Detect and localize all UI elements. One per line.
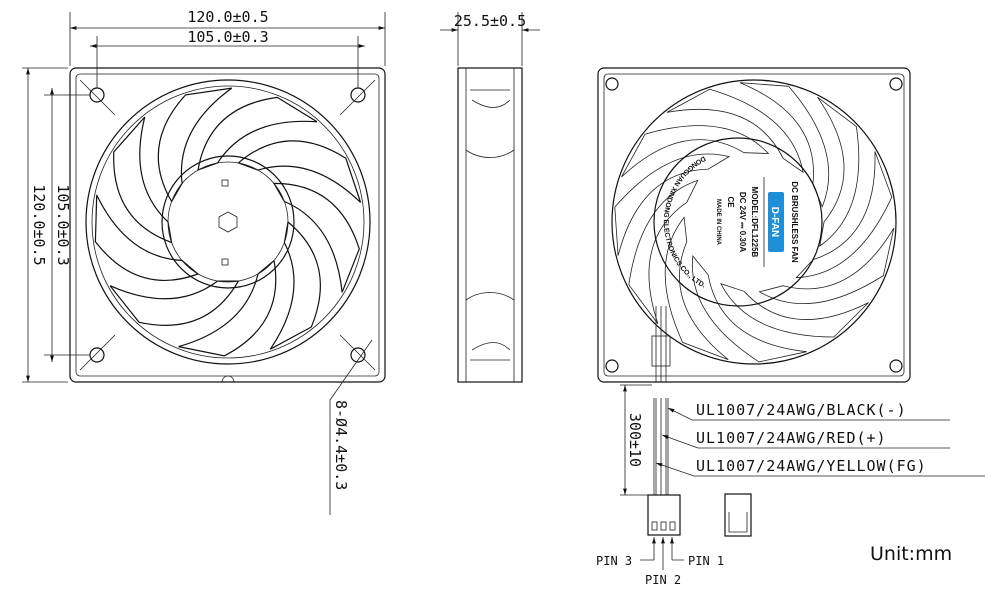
- pin1-label: PIN 1: [688, 554, 724, 568]
- svg-text:105.0±0.3: 105.0±0.3: [54, 184, 72, 265]
- blade: [664, 216, 729, 360]
- pin3-label: PIN 3: [596, 554, 632, 568]
- dimension-hole-height: 105.0±0.3: [44, 88, 90, 362]
- side-view: 25.5±0.5: [440, 12, 540, 383]
- svg-text:UL1007/24AWG/BLACK(-): UL1007/24AWG/BLACK(-): [696, 401, 907, 419]
- front-view: [69, 67, 386, 383]
- blade: [628, 179, 699, 325]
- back-view: DC BRUSHLESS FAN D-FAN MODEL:DFL1225B DC…: [597, 67, 911, 383]
- dimension-outer-height: 120.0±0.5: [22, 67, 68, 383]
- blade: [621, 125, 770, 178]
- brand-logo: [768, 192, 784, 252]
- dimension-outer-width: 120.0±0.5: [69, 8, 386, 66]
- blade: [113, 116, 173, 244]
- label-sticker: [653, 137, 823, 307]
- wire-label-black: UL1007/24AWG/BLACK(-): [667, 401, 950, 421]
- blade: [197, 96, 318, 171]
- wire-label-yellow: UL1007/24AWG/YELLOW(FG): [655, 457, 985, 477]
- shaft: [218, 211, 238, 233]
- svg-text:120.0±0.5: 120.0±0.5: [187, 8, 268, 26]
- blade: [666, 88, 804, 174]
- svg-text:DC 24V ⎓ 0.30A: DC 24V ⎓ 0.30A: [738, 192, 747, 252]
- fan-blades: [94, 87, 362, 357]
- blade: [758, 227, 895, 305]
- hub: [161, 155, 295, 289]
- svg-text:120.0±0.5: 120.0±0.5: [30, 184, 48, 265]
- svg-text:D-FAN: D-FAN: [769, 207, 780, 238]
- blade: [109, 280, 240, 326]
- dimension-thickness: 25.5±0.5: [454, 12, 526, 30]
- svg-text:UL1007/24AWG/RED(+): UL1007/24AWG/RED(+): [696, 429, 887, 447]
- dimension-hole-width: 105.0±0.3: [90, 28, 365, 88]
- blade: [178, 259, 277, 357]
- pin2-label: PIN 2: [645, 573, 681, 587]
- blade: [691, 254, 807, 363]
- connector-side-view: [724, 493, 752, 537]
- dimension-mount-holes: 8-Ø4.4±0.3: [329, 339, 373, 515]
- svg-text:8-Ø4.4±0.3: 8-Ø4.4±0.3: [332, 400, 350, 490]
- svg-text:MADE IN CHINA: MADE IN CHINA: [715, 199, 721, 246]
- svg-text:MODEL:DFL1225B: MODEL:DFL1225B: [750, 187, 759, 258]
- connector: PIN 3 PIN 2 PIN 1: [596, 494, 724, 587]
- sticker-text: DC BRUSHLESS FAN D-FAN MODEL:DFL1225B DC…: [662, 154, 799, 289]
- wire-label-red: UL1007/24AWG/RED(+): [661, 429, 950, 449]
- blade: [720, 283, 869, 338]
- blade: [614, 153, 731, 256]
- blade: [94, 194, 200, 281]
- struts: [614, 82, 895, 363]
- blade: [269, 220, 321, 350]
- svg-text:DC BRUSHLESS FAN: DC BRUSHLESS FAN: [790, 181, 799, 263]
- lead-wires: 300±10 UL1007/24AWG/BLACK(-) UL1007/24AW…: [620, 384, 985, 496]
- blade: [795, 151, 893, 279]
- svg-text:UL1007/24AWG/YELLOW(FG): UL1007/24AWG/YELLOW(FG): [696, 457, 927, 475]
- blade: [157, 87, 233, 203]
- svg-text:105.0±0.3: 105.0±0.3: [187, 28, 268, 46]
- svg-text:CE: CE: [726, 196, 735, 208]
- blade: [817, 96, 860, 247]
- unit-label: Unit:mm: [870, 543, 952, 565]
- blade: [272, 182, 360, 293]
- dimension-lead-length: 300±10: [626, 413, 644, 467]
- blade: [237, 140, 362, 203]
- blade: [739, 82, 830, 208]
